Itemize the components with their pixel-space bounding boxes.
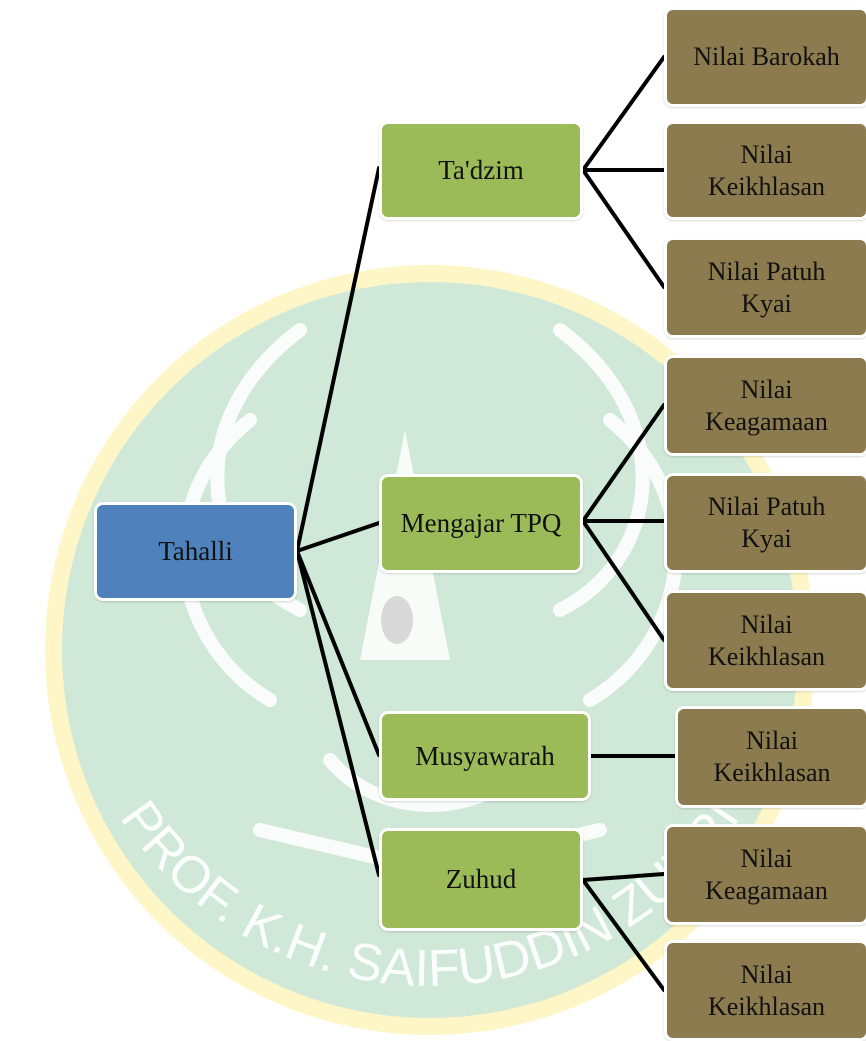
leaf-nilai-keikhlasan: Nilai Keikhlasan [664,940,866,1041]
connector-tpq-to-leaf-3 [581,519,666,642]
leaf-nilai-keagamaan: Nilai Keagamaan [664,355,866,456]
connector-root-to-mengajar-tpq [295,521,381,553]
leaf-nilai-keikhlasan: Nilai Keikhlasan [664,590,866,691]
node-musyawarah: Musyawarah [379,711,591,801]
connector-root-to-zuhud [295,549,381,877]
leaf-nilai-keikhlasan: Nilai Keikhlasan [675,706,866,808]
leaf-nilai-keikhlasan: Nilai Keikhlasan [664,121,866,220]
connector-zuhud-to-leaf-2 [581,878,666,992]
leaf-nilai-keagamaan: Nilai Keagamaan [664,824,866,925]
node-tahalli: Tahalli [94,502,297,601]
connector-root-to-tadzim [295,166,381,553]
node-mengajar-tpq: Mengajar TPQ [379,474,583,573]
connector-tadzim-to-leaf-3 [581,168,666,289]
leaf-nilai-patuh-kyai: Nilai Patuh Kyai [664,473,866,573]
leaf-nilai-patuh-kyai: Nilai Patuh Kyai [664,237,866,338]
connector-tpq-to-leaf-1 [581,403,666,523]
node-tadzim: Ta'dzim [379,121,583,220]
connector-tadzim-to-leaf-1 [581,55,666,172]
connector-zuhud-to-leaf-1 [581,872,666,882]
connector-root-to-musyawarah [295,549,381,757]
leaf-nilai-barokah: Nilai Barokah [664,7,866,107]
node-zuhud: Zuhud [379,828,583,931]
